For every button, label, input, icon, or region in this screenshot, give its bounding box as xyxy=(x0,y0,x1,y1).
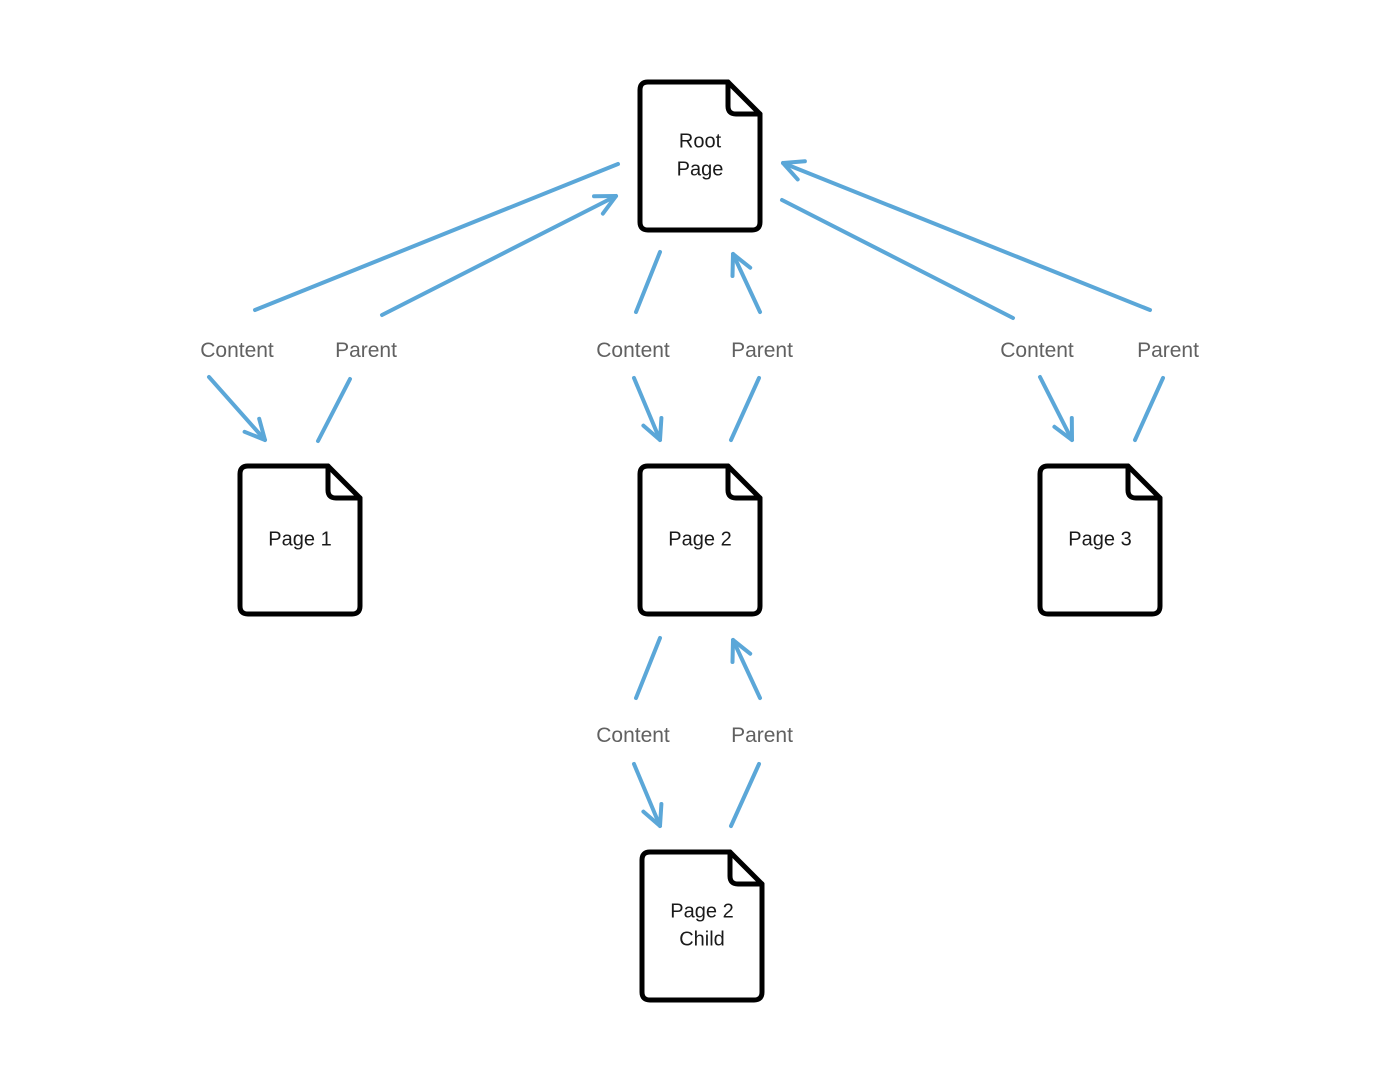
node-label: Child xyxy=(679,928,725,950)
edge-segment-upper xyxy=(731,252,762,314)
document-icon-fold xyxy=(727,849,765,887)
node-label: Root xyxy=(679,130,722,152)
edge-segment-lower xyxy=(316,377,352,443)
node-page3[interactable]: Page 3 xyxy=(1037,463,1163,617)
edge-segment-lower xyxy=(1133,376,1165,442)
edge-segment-lower xyxy=(632,762,662,828)
arrowhead-icon xyxy=(641,416,664,442)
node-page2child[interactable]: Page 2 Child xyxy=(639,849,765,1003)
edge-root-content-page1[interactable] xyxy=(207,162,620,442)
edge-label-root-content-page1: Content xyxy=(200,339,274,362)
edge-segment-upper xyxy=(731,638,762,700)
edge-segment-upper xyxy=(634,250,662,314)
arrowhead-icon xyxy=(781,159,807,182)
arrowhead-icon xyxy=(730,252,753,278)
node-label: Page 3 xyxy=(1068,528,1131,550)
edge-page2-content-page2child[interactable] xyxy=(632,636,664,828)
arrowhead-icon xyxy=(730,638,753,664)
arrowhead-icon xyxy=(1052,416,1074,442)
node-label: Page 2 xyxy=(668,528,731,550)
edge-segment-lower xyxy=(632,376,662,442)
document-icon-fold xyxy=(325,463,363,501)
arrowhead-icon xyxy=(592,194,618,216)
document-icon-body xyxy=(639,849,765,1003)
document-icon-body xyxy=(237,463,363,617)
edge-label-page2-content-page2child: Content xyxy=(596,724,670,747)
edge-root-content-page2[interactable] xyxy=(632,250,664,442)
edge-page3-parent-root[interactable] xyxy=(781,159,1165,442)
edges-layer xyxy=(207,159,1165,828)
edge-page1-parent-root[interactable] xyxy=(316,194,618,443)
document-icon-fold xyxy=(725,79,763,117)
arrowhead-icon xyxy=(242,416,267,442)
node-label: Page 2 xyxy=(670,900,733,922)
node-page2[interactable]: Page 2 xyxy=(637,463,763,617)
edge-page2child-parent-page2[interactable] xyxy=(729,638,762,828)
document-icon-body xyxy=(637,79,763,233)
edge-label-page2-parent-root: Parent xyxy=(731,339,793,362)
edge-segment-lower xyxy=(1038,375,1074,442)
edge-segment-lower xyxy=(729,376,761,442)
arrowhead-icon xyxy=(641,802,664,828)
node-label: Page 1 xyxy=(268,528,331,550)
edge-segment-upper xyxy=(380,194,618,317)
document-icon-body xyxy=(637,463,763,617)
edge-segment-lower xyxy=(207,375,267,442)
edge-segment-upper xyxy=(781,161,1152,312)
document-icon-body xyxy=(1037,463,1163,617)
edge-segment-upper xyxy=(634,636,662,700)
edge-label-root-content-page2: Content xyxy=(596,339,670,362)
edge-segment-upper xyxy=(780,198,1015,320)
document-icon-fold xyxy=(725,463,763,501)
edge-page2-parent-root[interactable] xyxy=(729,252,762,442)
edge-label-page3-parent-root: Parent xyxy=(1137,339,1199,362)
document-icon-fold xyxy=(1125,463,1163,501)
node-page1[interactable]: Page 1 xyxy=(237,463,363,617)
edge-segment-lower xyxy=(729,762,761,828)
node-label: Page xyxy=(677,158,724,180)
edge-label-page1-parent-root: Parent xyxy=(335,339,397,362)
edge-label-root-content-page3: Content xyxy=(1000,339,1074,362)
edge-label-page2child-parent-page2: Parent xyxy=(731,724,793,747)
edge-root-content-page3[interactable] xyxy=(780,198,1074,442)
edge-segment-upper xyxy=(253,162,620,312)
